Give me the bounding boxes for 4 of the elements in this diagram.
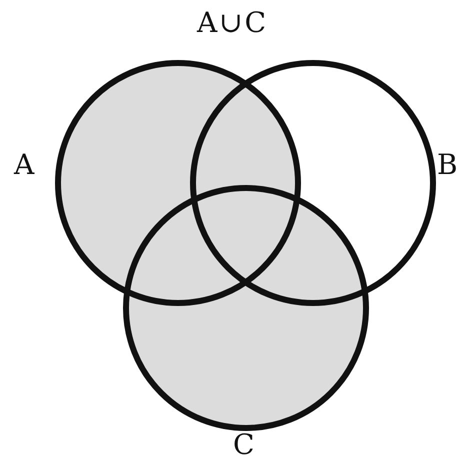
set-label: A	[14, 150, 34, 180]
set-label: B	[437, 150, 458, 180]
set-label: C	[233, 430, 254, 460]
title: A∪C	[196, 6, 268, 39]
